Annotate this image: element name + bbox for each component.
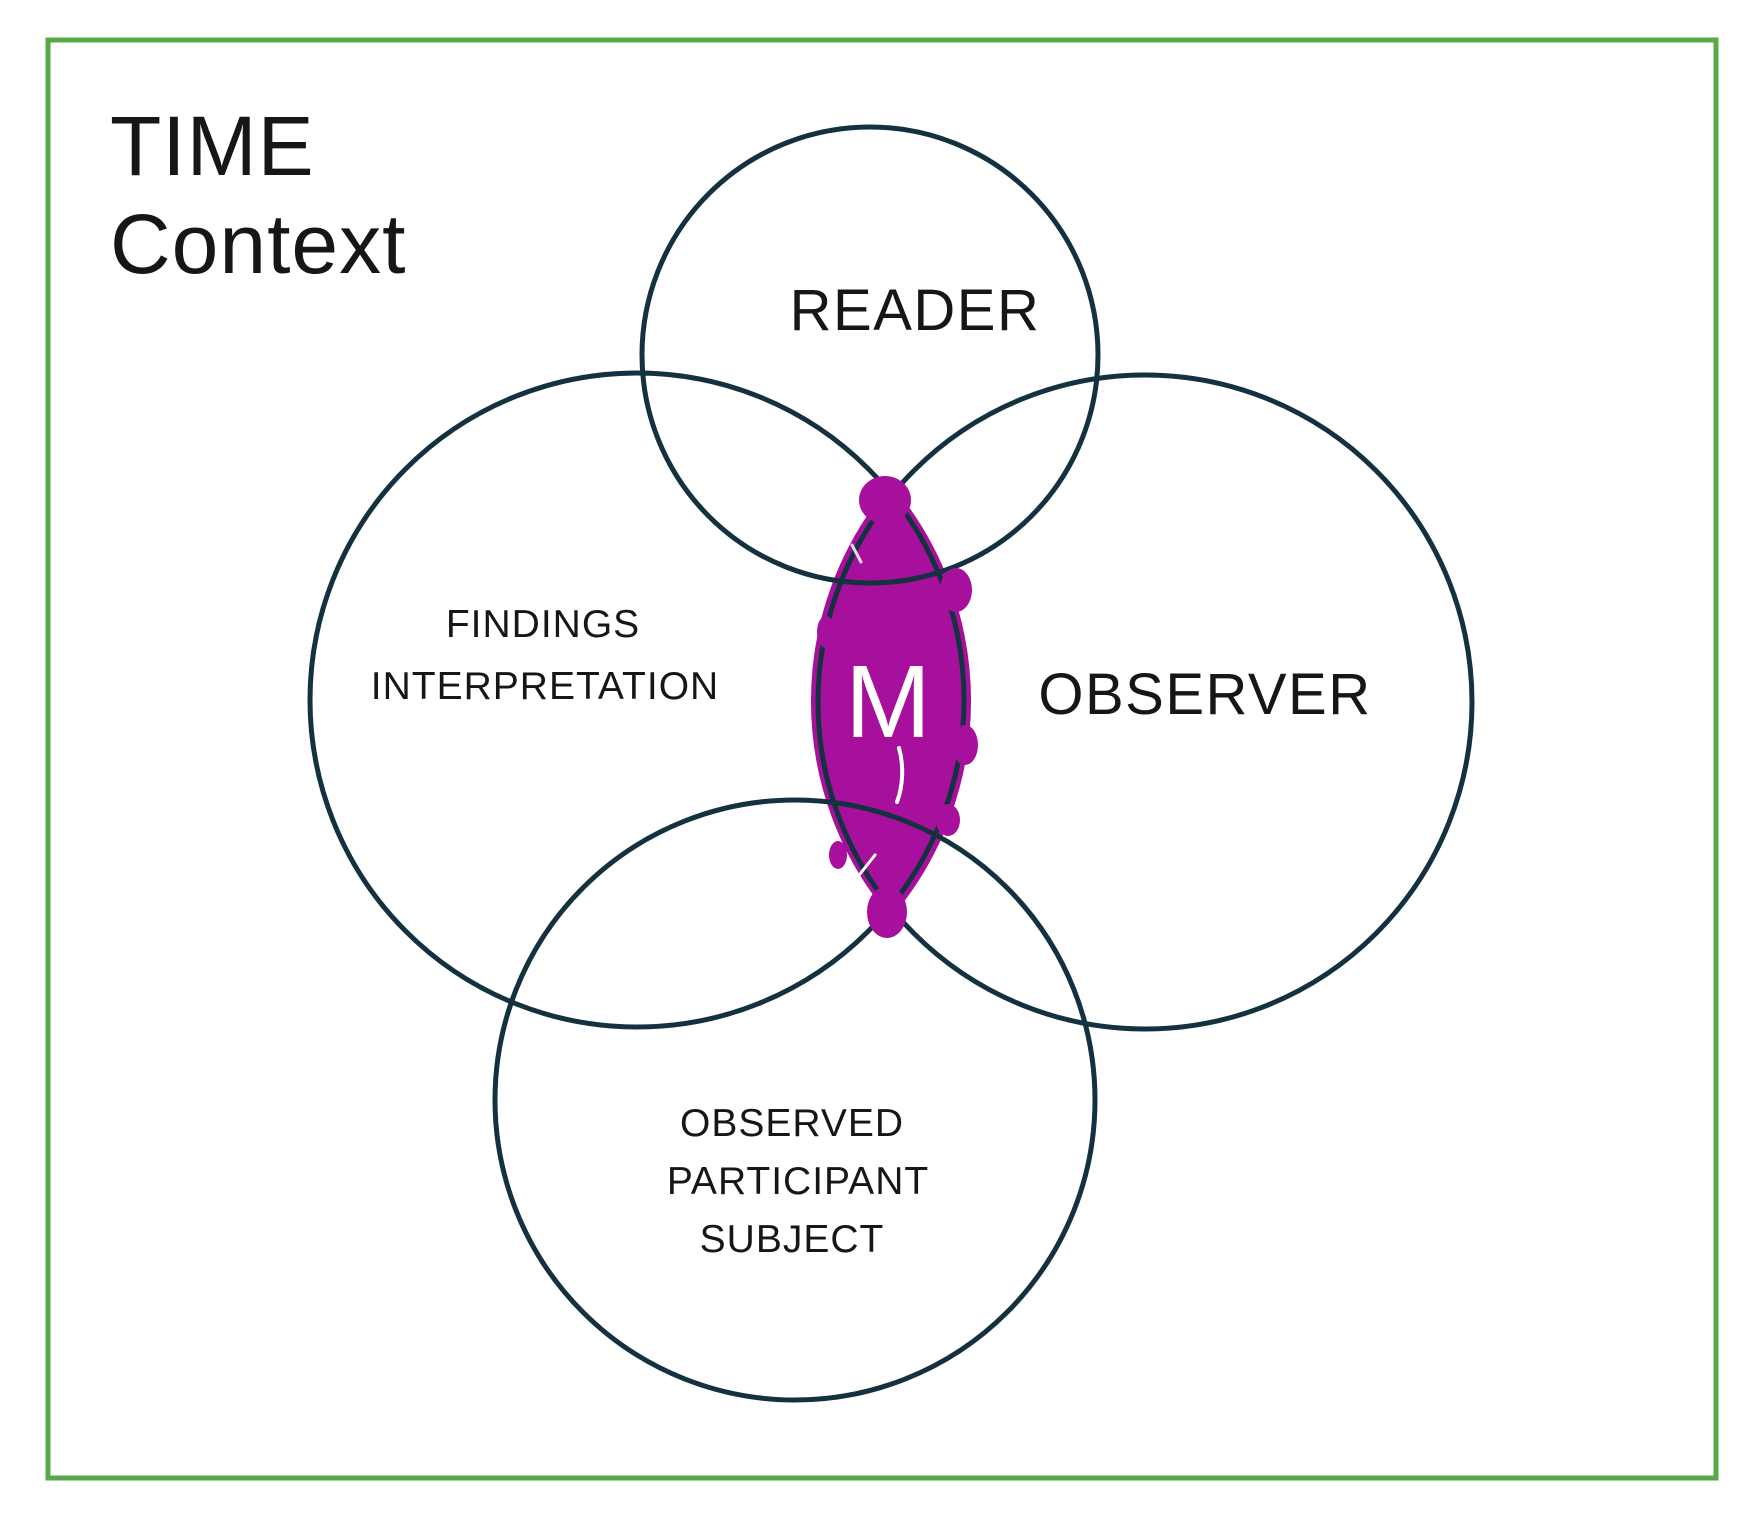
overshoot-blob: [940, 568, 972, 612]
venn-circles: [307, 124, 1475, 1403]
overshoot-blob: [829, 841, 847, 869]
green-border-frame: [45, 37, 1719, 1481]
overshoot-blob: [952, 725, 978, 765]
circle-labels: READER FINDINGS INTERPRETATION OBSERVER …: [371, 278, 1371, 1261]
overshoot-blob: [817, 616, 835, 648]
title-block: TIME Context: [110, 99, 407, 291]
overshoot-blob: [867, 886, 907, 938]
subject-label: SUBJECT: [700, 1218, 885, 1261]
observed-participant-subject-circle: [492, 797, 1098, 1403]
participant-label: PARTICIPANT: [667, 1160, 929, 1203]
reader-circle: [639, 124, 1101, 586]
title-line-time: TIME: [110, 99, 315, 193]
interpretation-label: INTERPRETATION: [371, 665, 719, 708]
scribble-gap: [895, 746, 905, 804]
overshoot-blob: [936, 804, 960, 836]
title-line-context: Context: [110, 197, 407, 291]
observer-circle: [815, 372, 1475, 1032]
findings-label: FINDINGS: [446, 603, 640, 646]
scribble-gap: [858, 853, 877, 876]
marker-overshoot-blobs: [817, 476, 978, 938]
observed-label: OBSERVED: [680, 1102, 904, 1145]
reader-label: READER: [790, 278, 1041, 343]
observer-label: OBSERVER: [1038, 662, 1371, 727]
findings-interpretation-circle: [307, 370, 967, 1030]
center-overlap-label: M: [845, 644, 931, 759]
scribble-gap: [850, 543, 863, 564]
overshoot-blob: [859, 476, 911, 524]
scribble-gaps: [850, 543, 905, 876]
